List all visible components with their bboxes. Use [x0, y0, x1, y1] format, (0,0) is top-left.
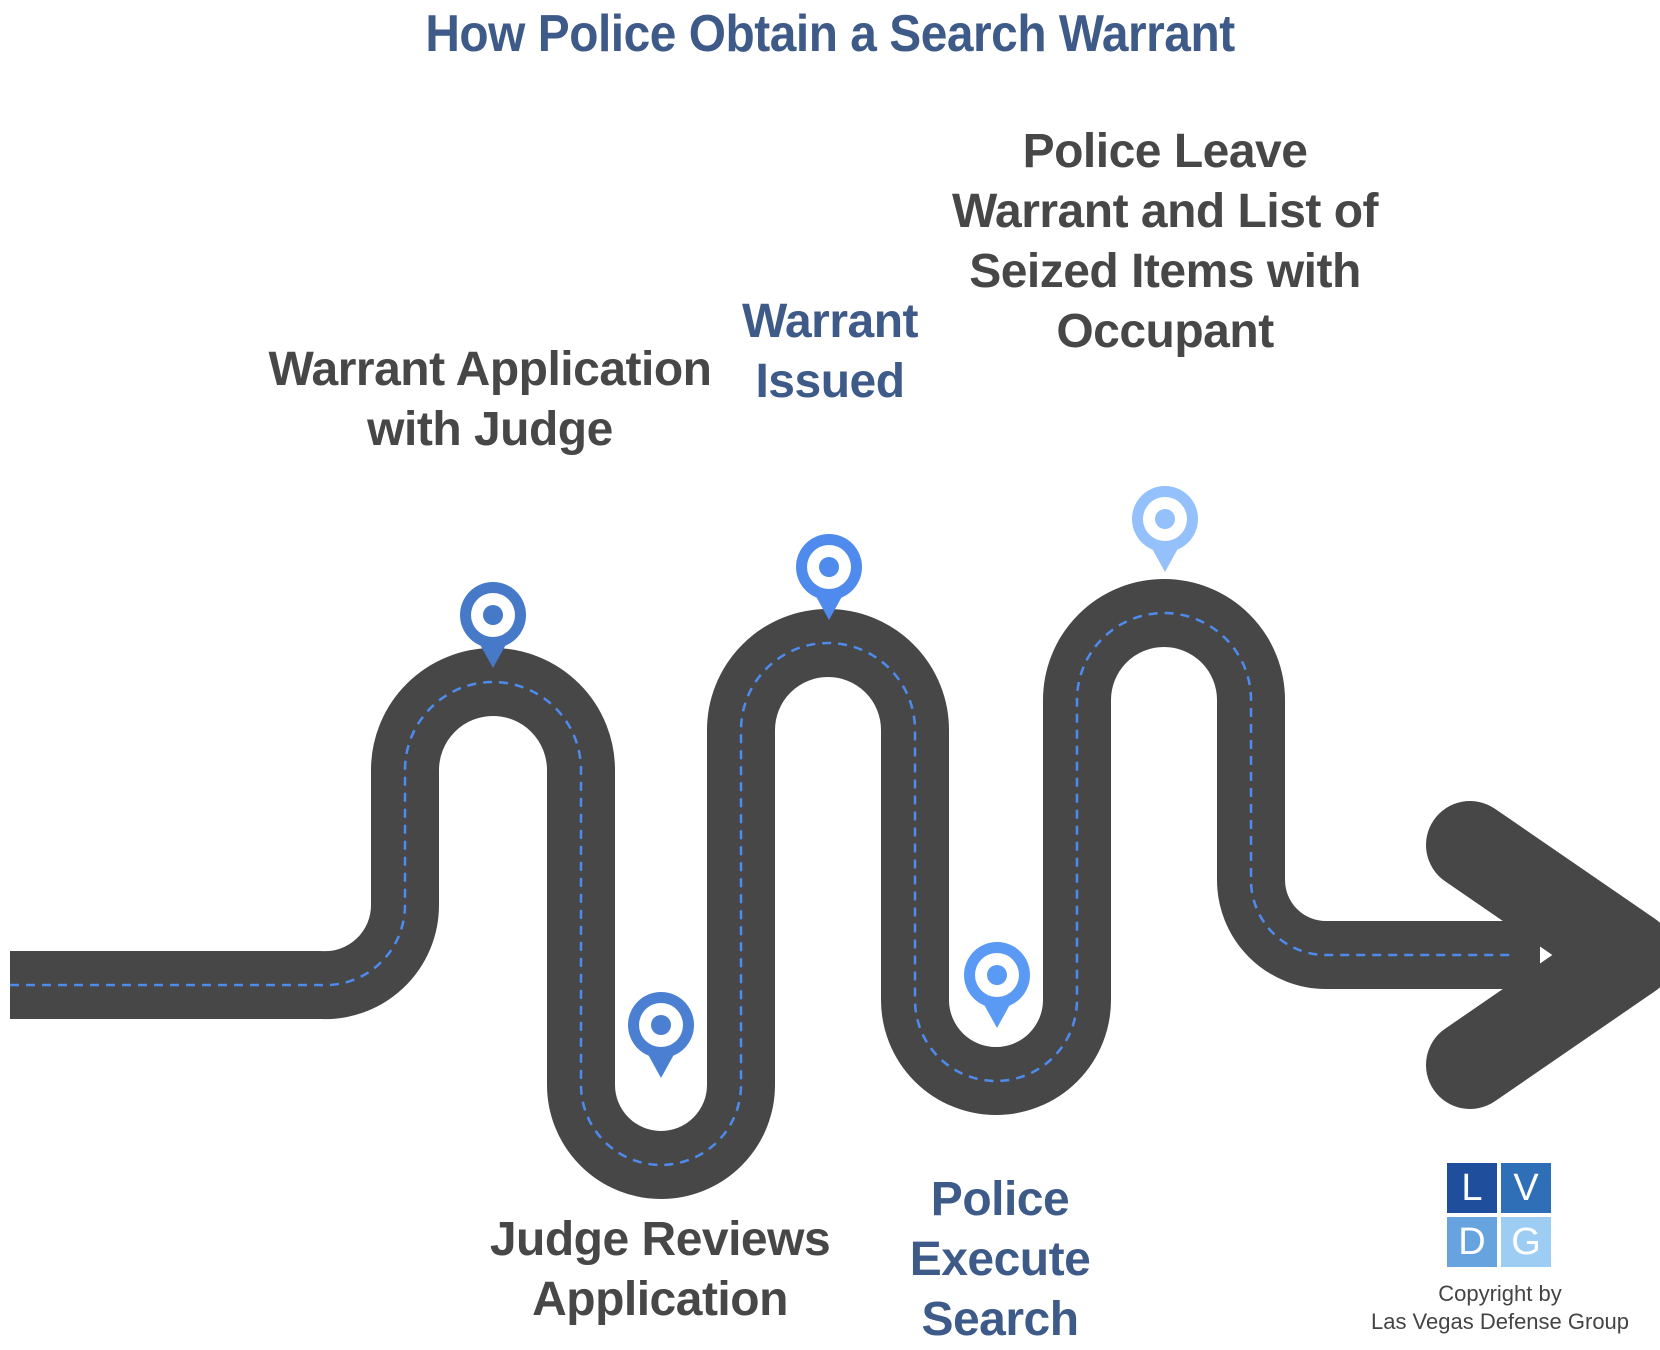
step-3-line-1: Warrant [741, 295, 919, 348]
step-label-warrant-issued: Warrant Issued [700, 292, 960, 412]
map-pin-icon [796, 534, 862, 620]
step-2-line-2: Application [532, 1273, 788, 1326]
step-4-line-3: Search [921, 1293, 1079, 1346]
logo-cell-v: V [1501, 1163, 1551, 1213]
winding-road [10, 579, 1540, 1199]
step-1-line-1: Warrant Application [268, 343, 712, 396]
copyright-line-2: Las Vegas Defense Group [1370, 1309, 1630, 1334]
lvdg-logo: L V D G [1447, 1163, 1551, 1267]
step-label-warrant-application: Warrant Application with Judge [250, 340, 730, 460]
copyright-line-1: Copyright by [1438, 1281, 1562, 1306]
step-label-police-execute-search: Police Execute Search [870, 1170, 1130, 1350]
map-pin-icon [460, 582, 526, 668]
step-5-line-1: Police Leave [1022, 125, 1308, 178]
page-title: How Police Obtain a Search Warrant [425, 5, 1235, 63]
step-2-line-1: Judge Reviews [489, 1213, 831, 1266]
map-pin-icon [964, 942, 1030, 1028]
step-5-line-4: Occupant [1056, 305, 1274, 358]
step-1-line-2: with Judge [367, 403, 613, 456]
arrow-head [1426, 801, 1660, 1109]
step-3-line-2: Issued [755, 355, 905, 408]
copyright-notice: Copyright by Las Vegas Defense Group [1340, 1280, 1660, 1336]
map-pin-icon [1132, 486, 1198, 572]
map-pin-icon [628, 992, 694, 1078]
step-5-line-3: Seized Items with [969, 245, 1361, 298]
step-label-judge-reviews: Judge Reviews Application [440, 1210, 880, 1330]
road-center-dashes [10, 611, 1510, 1167]
logo-cell-g: G [1501, 1217, 1551, 1267]
step-4-line-1: Police [930, 1173, 1070, 1226]
logo-cell-d: D [1447, 1217, 1497, 1267]
step-4-line-2: Execute [909, 1233, 1091, 1286]
step-5-line-2: Warrant and List of [951, 185, 1379, 238]
step-label-police-leave-warrant: Police Leave Warrant and List of Seized … [925, 122, 1405, 362]
logo-cell-l: L [1447, 1163, 1497, 1213]
